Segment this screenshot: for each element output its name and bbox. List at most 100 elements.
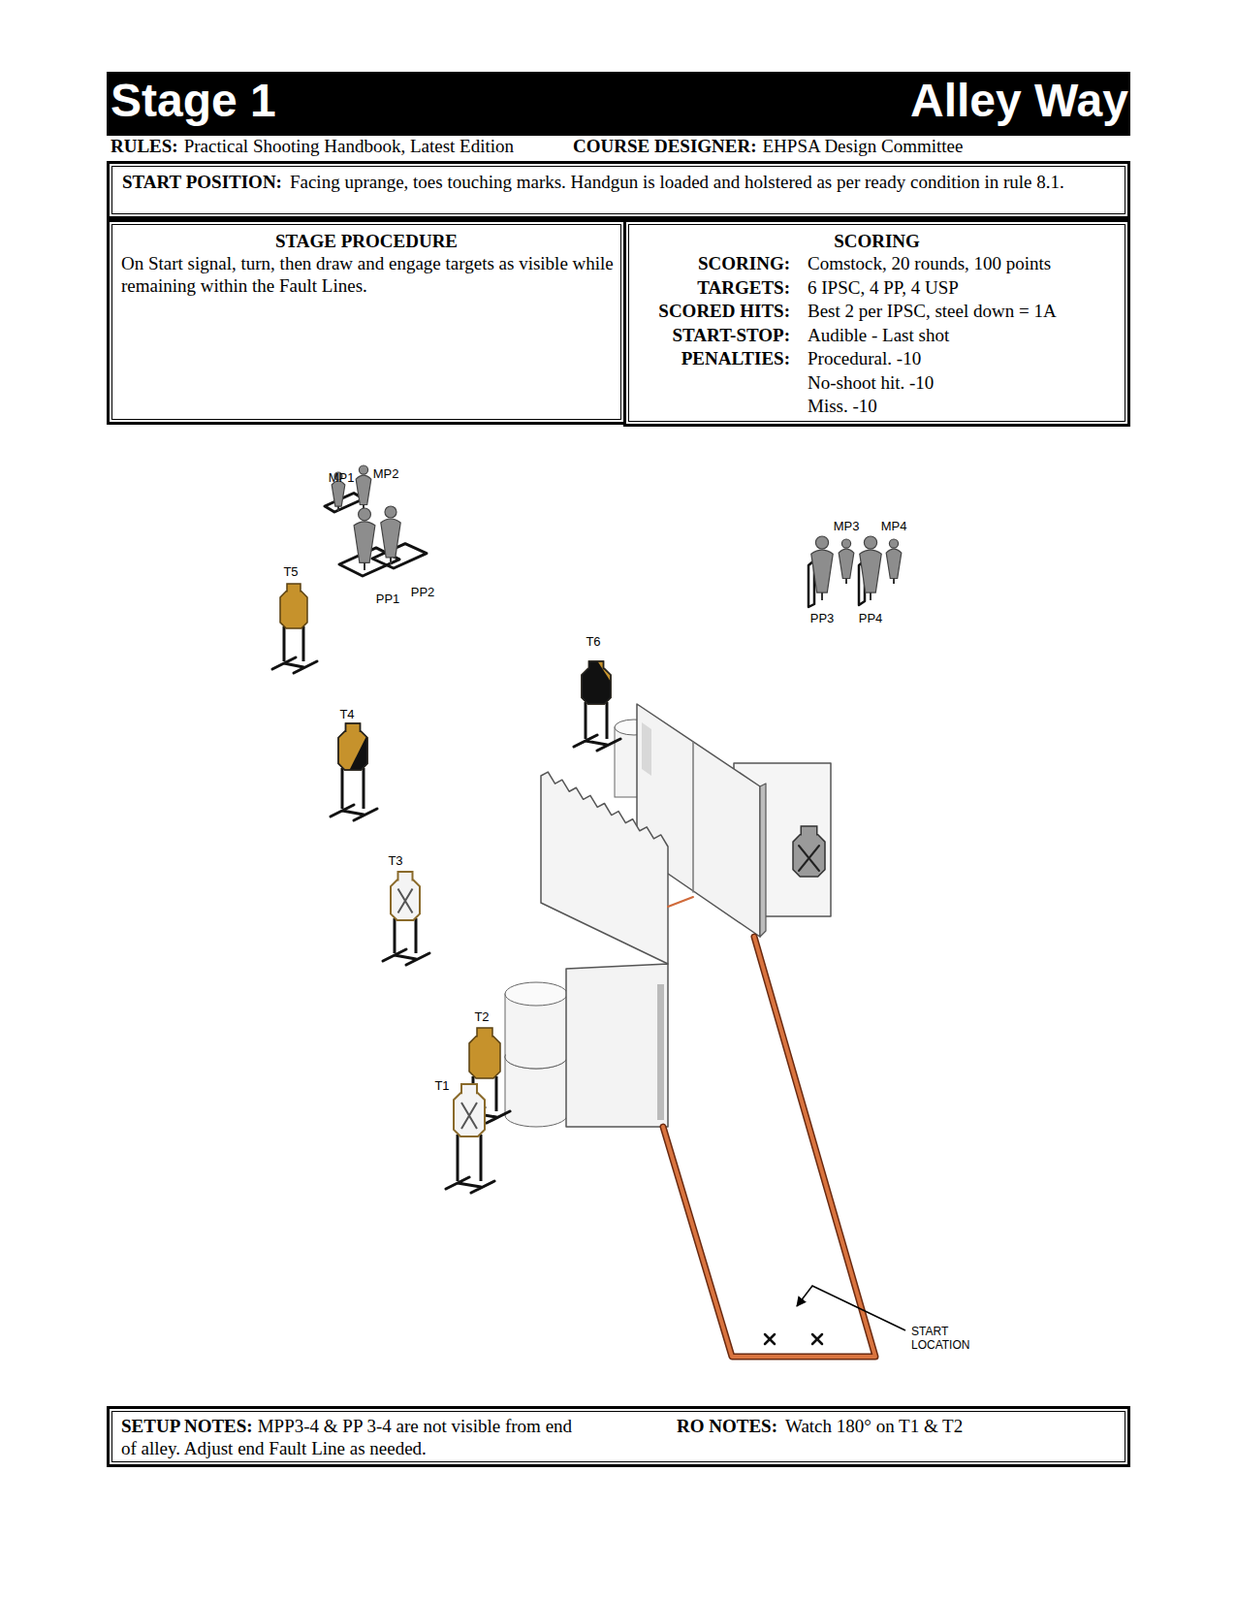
wall-panel bbox=[566, 963, 668, 1127]
text-group: SETUP NOTES:MPP3-4 & PP 3-4 are not visi… bbox=[121, 1414, 575, 1459]
label-group: T3 bbox=[387, 853, 403, 868]
target-id: T6 bbox=[585, 633, 601, 649]
target-id: MP1 bbox=[328, 470, 355, 485]
target-stand-leg bbox=[605, 701, 609, 739]
start-mark bbox=[764, 1333, 775, 1344]
label-group: COURSE DESIGNER:EHPSA Design Committee bbox=[572, 134, 963, 158]
label-group: PP1 bbox=[376, 591, 401, 606]
target-stand-base bbox=[272, 657, 317, 673]
popper-head bbox=[815, 536, 828, 549]
ipsc-target bbox=[382, 871, 430, 965]
label-group: PP3 bbox=[810, 610, 835, 626]
popper-stem bbox=[821, 592, 824, 601]
target-stand-leg bbox=[302, 626, 306, 662]
text-group: SCORING:TARGETS:SCORED HITS:START-STOP:P… bbox=[626, 252, 791, 372]
field-value: Best 2 per IPSC, steel down = 1A bbox=[807, 299, 1122, 324]
target-id: PP1 bbox=[376, 591, 401, 606]
section-heading: STAGE PROCEDURE bbox=[275, 230, 458, 252]
steel-popper bbox=[353, 507, 376, 571]
start-position-box: START POSITION: Facing uprange, toes touc… bbox=[106, 160, 1131, 220]
target-id: T4 bbox=[339, 706, 354, 722]
label-group: MP2 bbox=[373, 466, 400, 481]
steel-popper bbox=[811, 536, 833, 601]
field-label: START-STOP: bbox=[626, 323, 791, 349]
popper-stem bbox=[869, 592, 872, 601]
popper-stem bbox=[892, 577, 895, 584]
ipsc-target bbox=[272, 583, 317, 673]
target-id: T5 bbox=[283, 564, 298, 579]
usp-x bbox=[798, 845, 820, 871]
label-group: RULES:Practical Shooting Handbook, Lates… bbox=[110, 134, 514, 158]
sawtooth-wall bbox=[540, 771, 668, 964]
label-group: MP1 bbox=[328, 470, 355, 485]
stage-name: Alley Way bbox=[910, 74, 1129, 127]
field-label: SCORING: bbox=[626, 252, 791, 277]
target-id: MP3 bbox=[833, 518, 860, 534]
popper-head bbox=[863, 536, 877, 549]
label-group: PP4 bbox=[858, 610, 884, 626]
no-shoot-x bbox=[461, 1102, 477, 1129]
usp-steel-target bbox=[792, 825, 825, 877]
popper-head bbox=[841, 538, 851, 548]
panel-shade bbox=[657, 983, 665, 1120]
fault-line bbox=[663, 936, 876, 1357]
target-stand-leg bbox=[456, 1134, 460, 1181]
target-id: MP4 bbox=[881, 518, 908, 534]
label-group: START LOCATION bbox=[911, 1324, 983, 1352]
leader-line bbox=[796, 1285, 906, 1331]
target-stand-leg bbox=[362, 767, 366, 809]
label-group: T6 bbox=[585, 633, 601, 649]
popper-stem bbox=[337, 506, 340, 511]
popper-body bbox=[353, 521, 376, 564]
text-group: RO NOTES:Watch 180° on T1 & T2 bbox=[676, 1414, 1113, 1437]
label-group: MP4 bbox=[881, 518, 908, 534]
barrel-top bbox=[505, 982, 568, 1006]
field-label: PENALTIES: bbox=[626, 347, 791, 372]
target-outline bbox=[581, 661, 611, 704]
target-id: T1 bbox=[434, 1077, 449, 1093]
note-text: Watch 180° on T1 & T2 bbox=[785, 1415, 963, 1436]
target-outline bbox=[338, 723, 368, 770]
field-label: SETUP NOTES: bbox=[121, 1415, 254, 1436]
text-group: Alley Way bbox=[910, 73, 1129, 128]
target-id: T3 bbox=[387, 853, 403, 868]
text-group: Stage 1 bbox=[110, 73, 277, 128]
text-group: On Start signal, turn, then draw and eng… bbox=[121, 252, 614, 297]
field-text: EHPSA Design Committee bbox=[762, 135, 964, 157]
target-id: PP3 bbox=[810, 610, 835, 626]
procedure-text: On Start signal, turn, then draw and eng… bbox=[121, 253, 614, 296]
popper-stem bbox=[363, 562, 366, 571]
field-text: Facing uprange, toes touching marks. Han… bbox=[289, 171, 1065, 192]
popper-body bbox=[886, 548, 902, 578]
popper-body bbox=[380, 518, 401, 558]
popper-base-frame bbox=[372, 543, 427, 569]
steel-popper bbox=[886, 538, 902, 584]
steel-popper bbox=[859, 536, 882, 601]
popper-head bbox=[358, 507, 372, 521]
section-heading: SCORING bbox=[833, 230, 920, 252]
popper-body bbox=[811, 549, 833, 593]
popper-body bbox=[838, 548, 855, 578]
target-id: PP2 bbox=[411, 584, 436, 600]
target-id: PP4 bbox=[858, 610, 884, 626]
start-mark bbox=[812, 1333, 823, 1344]
procedure-box: STAGE PROCEDUREOn Start signal, turn, th… bbox=[106, 219, 627, 425]
field-value: Procedural. -10 bbox=[807, 347, 1122, 372]
ipsc-target bbox=[445, 1083, 495, 1193]
target-id: MP2 bbox=[373, 466, 400, 481]
target-stand-leg bbox=[393, 918, 397, 953]
text-group: SCORING bbox=[626, 229, 1128, 253]
steel-popper bbox=[355, 465, 372, 510]
fault-line-segment bbox=[667, 896, 694, 907]
field-value: No-shoot hit. -10 bbox=[807, 371, 1122, 396]
field-label: START POSITION: bbox=[122, 171, 283, 192]
popper-stem bbox=[389, 557, 392, 565]
ipsc-target bbox=[573, 661, 621, 751]
popper-base-frame bbox=[324, 493, 364, 513]
popper-head bbox=[384, 506, 397, 518]
label-group: T5 bbox=[283, 564, 298, 579]
stage-number: Stage 1 bbox=[110, 74, 277, 127]
target-stand-base bbox=[573, 734, 621, 751]
field-label: RULES: bbox=[110, 135, 179, 157]
target-stand-leg bbox=[495, 1076, 499, 1111]
